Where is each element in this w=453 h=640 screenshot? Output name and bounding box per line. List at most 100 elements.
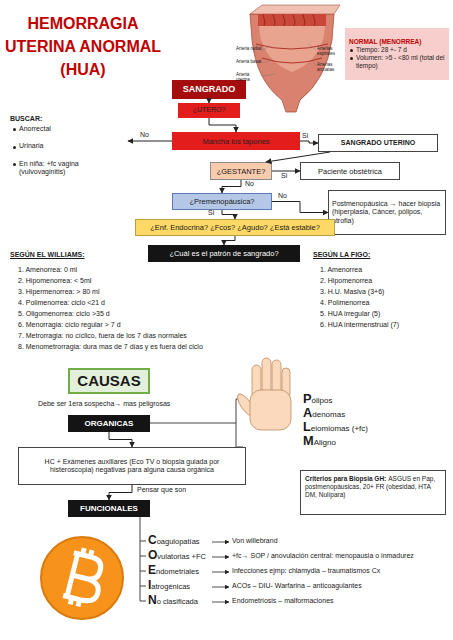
section-box: CAUSAS (68, 368, 150, 394)
node-text: ¿Enf. Endocrina? ¿Fcos? ¿Agudo? ¿Está es… (150, 223, 320, 232)
cause-detail: Von willebrand (232, 537, 450, 545)
artery-label: Arteria radial (236, 46, 262, 51)
node-text: ¿Premenopáusica? (189, 197, 254, 206)
artery-label: Arterias arcuatas (317, 62, 345, 73)
cause-detail: Endometriosis – malformaciones (232, 597, 450, 605)
coin-glyph (61, 546, 107, 610)
leader-lines (262, 44, 316, 76)
result-box: Paciente obstétrica (300, 162, 400, 180)
node-text: NORMAL (MENORREA) (349, 38, 421, 46)
flow-arrow (209, 118, 236, 132)
artery-label: Arteria uterina (236, 72, 262, 83)
title-text: HEMORRAGIA UTERINA ANORMAL (HUA) (0, 12, 166, 81)
edge-label: Si (302, 132, 308, 140)
list-item: 4. Polimenorrea (320, 299, 450, 307)
edge-label: No (278, 192, 287, 200)
cause-detail: +fc→ SOP / anovulación central: menopaus… (232, 552, 450, 560)
palm (250, 390, 291, 430)
question-box: ¿Premenopáusica? (172, 193, 272, 210)
start-box: SANGRADO (172, 80, 246, 99)
cause-detail: Infecciones ejmp: chlamydia – traumatism… (232, 567, 450, 575)
cause-item: Ovulatorias +FC (148, 548, 228, 562)
list-heading: SEGÚN EL WILLIAMS: (10, 251, 140, 259)
node-text: Volumen: >5 - <80 ml (total del tiempo) (349, 54, 445, 70)
node-text: Paciente obstétrica (318, 167, 382, 176)
list-item: 7. Metrorragia: no cíclico, fuera de los… (18, 332, 318, 340)
node-text: Postmenopáusica → hacer biopsia (hiperpl… (332, 200, 442, 225)
edge-label: Pensar que son (137, 486, 186, 494)
cut-surface (250, 5, 340, 14)
list-heading: BUSCAR: (10, 115, 70, 123)
list-item: 2. Hipomenorrea: < 5ml (18, 277, 318, 285)
flow-arrow (224, 236, 235, 245)
category-box: FUNCIONALES (68, 500, 150, 517)
question-box: Mancha los tapones (172, 132, 300, 150)
result-box: Postmenopáusica → hacer biopsia (hiperpl… (328, 190, 446, 235)
hand-symbol (234, 358, 291, 430)
list-item: Anorrectal (12, 125, 129, 133)
flow-arrow (272, 202, 328, 213)
cause-item: Iatrogénicas (148, 578, 228, 592)
node-text: HC + Exámenes auxiliares (Eco TV o biops… (22, 458, 242, 475)
flow-arrow (109, 432, 132, 447)
question-box: ¿GESTANTE? (210, 162, 272, 180)
detail-arrow (212, 572, 229, 573)
reference-box: NORMAL (MENORREA)Tiempo: 28 +- 7 dVolume… (345, 28, 449, 80)
detail-arrow (212, 557, 229, 558)
flow-arrow (300, 141, 318, 143)
flow-arrow (266, 152, 330, 162)
node-text: SANGRADO UTERINO (341, 139, 415, 147)
list-item: 1. Amenorrea (320, 266, 450, 274)
artery-label: Arterias espirales (317, 46, 345, 57)
question-box: ¿UTERO? (178, 103, 240, 118)
category-box: ORGANICAS (68, 415, 150, 432)
node-text: CAUSAS (77, 372, 140, 390)
process-box: HC + Exámenes auxiliares (Eco TV o biops… (18, 447, 246, 485)
branch-arrow (128, 141, 172, 142)
endometrium-band (258, 14, 326, 26)
flow-arrow (222, 180, 241, 193)
flow-arrow (109, 485, 132, 500)
artery-label: Arteria basal (236, 59, 262, 64)
list-item: 6. HUA intermenstrual (7) (320, 321, 450, 329)
node-text: ORGANICAS (85, 419, 134, 429)
question-box: ¿Cuál es el patrón de sangrado? (148, 245, 300, 262)
edge-label: No (245, 180, 254, 188)
edge-label: Si (281, 172, 287, 180)
node-text: FUNCIONALES (80, 504, 138, 514)
list-item: 2. Hipomenorrea (320, 277, 450, 285)
cause-item: Endometriales (148, 563, 228, 577)
note-box: Criterios para Biopsia GH:ASGUS en Pap, … (300, 470, 446, 515)
list-item: 5. HUA irregular (5) (320, 310, 450, 318)
coin-symbol (41, 537, 123, 619)
mnemonic-item: MAligno (303, 433, 443, 448)
cause-detail: ACOs – DIU- Warfarina – anticoagulantes (232, 582, 450, 590)
node-text: Tiempo: 28 +- 7 d (349, 46, 407, 54)
node-text: ¿GESTANTE? (217, 167, 266, 176)
list-item: 3. Hipermenorrea: > 80 ml (18, 288, 318, 296)
cause-item: No clasificada (148, 593, 228, 607)
list-item: 8. Menometrorragia: dura mas de 7 días y… (18, 343, 318, 351)
mnemonic-item: Pólipos (303, 391, 443, 406)
list-item: 1. Amenorrea: 0 ml (18, 266, 318, 274)
edge-label: Si (208, 209, 214, 217)
mnemonic-item: Adenomas (303, 405, 443, 420)
branch-label: No (140, 131, 160, 139)
detail-arrow (212, 602, 229, 603)
detail-arrow (212, 542, 229, 543)
list-item: En niña: +fc vagina (vulvovaginitis) (12, 160, 124, 177)
node-text: Mancha los tapones (202, 137, 269, 146)
uterus-illustration (250, 5, 340, 112)
node-text: ¿UTERO? (193, 106, 226, 114)
spiral-arteries (263, 14, 315, 26)
list-item: Urinaria (12, 142, 129, 150)
detail-arrow (212, 587, 229, 588)
flow-arrow (222, 210, 235, 219)
list-heading: SEGÚN LA FIGO: (313, 251, 443, 259)
list-item: 3. H.U. Masiva (3+6) (320, 288, 450, 296)
cause-item: Coagulopatías (148, 533, 228, 547)
question-box: ¿Enf. Endocrina? ¿Fcos? ¿Agudo? ¿Está es… (135, 219, 335, 236)
flow-arrow (209, 99, 210, 103)
cause-arrows (212, 542, 229, 602)
node-text: ¿Cuál es el patrón de sangrado? (169, 249, 278, 258)
